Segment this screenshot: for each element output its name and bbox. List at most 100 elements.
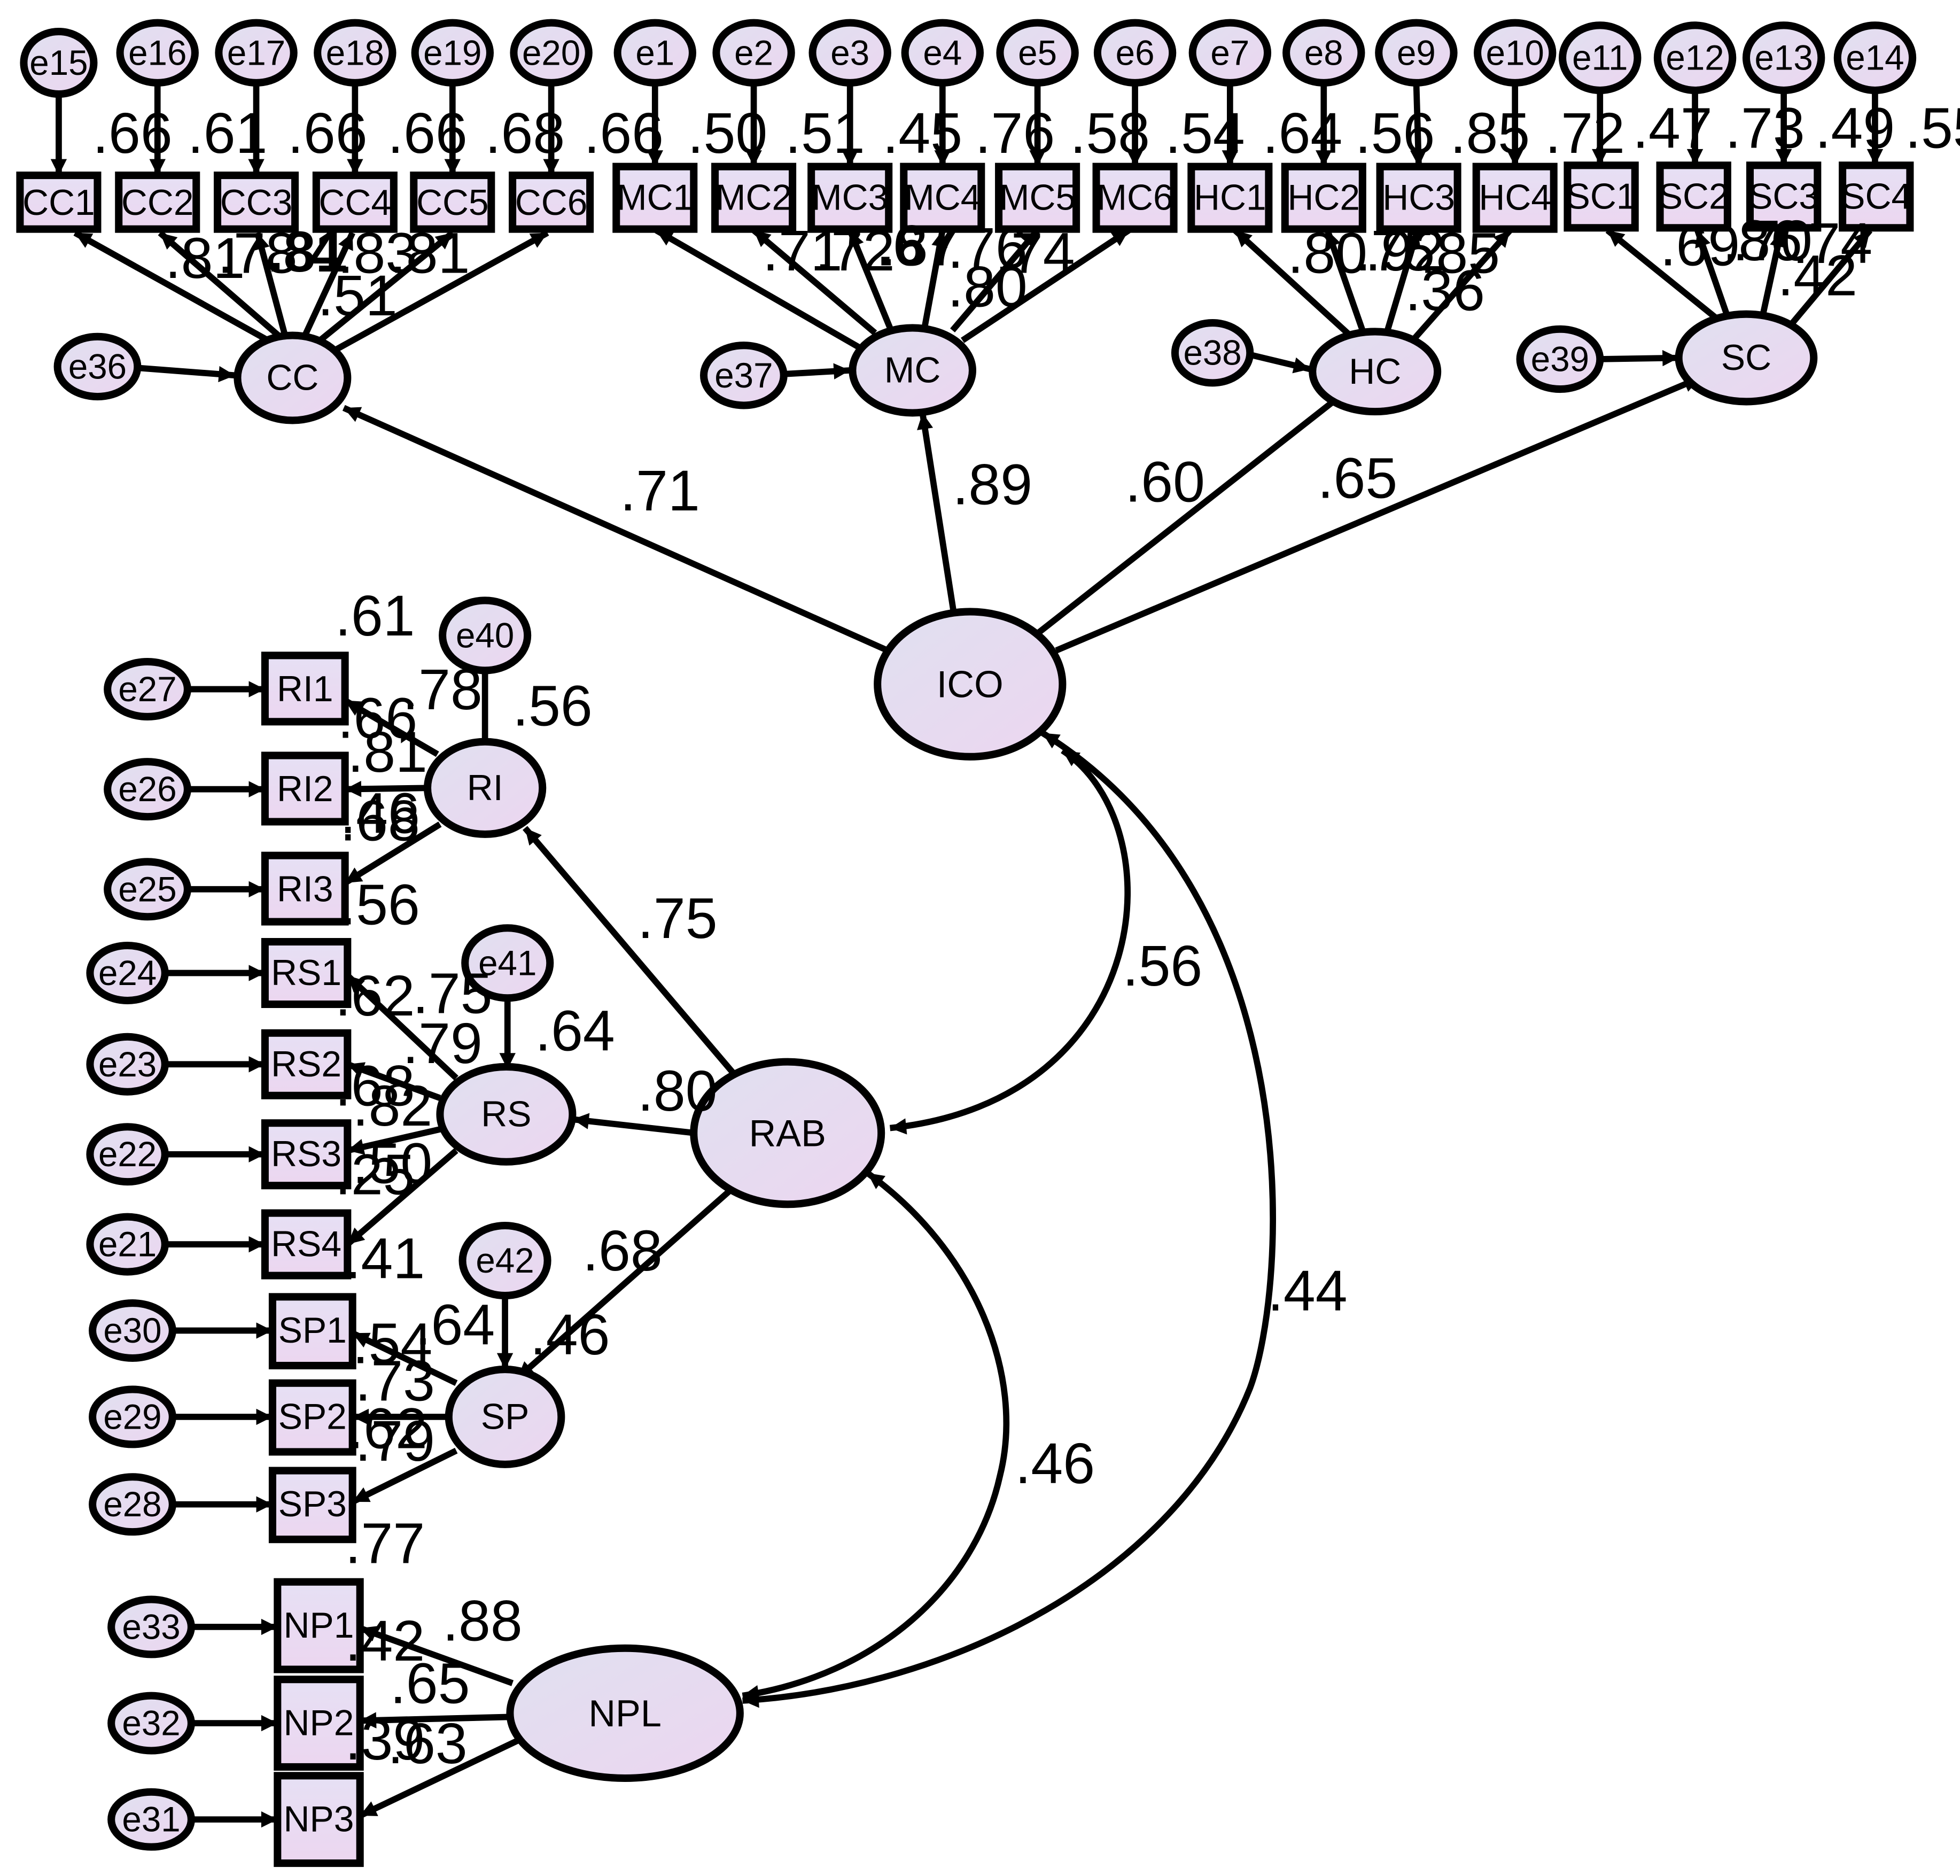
error-e13: e13 (1742, 21, 1825, 94)
error-e7: e7 (1188, 19, 1272, 87)
error-e36: e36 (53, 332, 142, 401)
svg-text:RS: RS (481, 1094, 531, 1134)
path-NPL-NP2 (360, 1712, 510, 1728)
path-SC-SC3 (1759, 229, 1786, 317)
error-e14: e14 (1833, 21, 1917, 94)
loading-RS-RS2: .79 (402, 1011, 483, 1075)
loading-MC-MC3: .67 (877, 213, 958, 277)
svg-text:RI3: RI3 (277, 869, 333, 909)
error-e9: e9 (1375, 19, 1458, 87)
loading-SC-SC2: .86 (1723, 208, 1803, 273)
path-RS-RS1 (345, 973, 458, 1081)
error-e28: e28 (89, 1473, 176, 1536)
indicator-HC3: HC3 (1376, 162, 1461, 233)
svg-text:e31: e31 (122, 1800, 180, 1839)
r2-MC5: .58 (1070, 101, 1150, 165)
loading-ICO-SC: .65 (1318, 446, 1398, 510)
error-e21: e21 (86, 1213, 169, 1276)
path-CC-CC3 (254, 232, 289, 336)
svg-text:e3: e3 (830, 33, 869, 72)
indicator-RS1: RS1 (261, 938, 352, 1008)
error-e25: e25 (104, 858, 191, 921)
r2-MC4: .76 (975, 101, 1055, 165)
path-e38-HC (1247, 351, 1311, 374)
svg-text:e38: e38 (1183, 334, 1241, 373)
loading-MC-MC3-overlap: .87 (880, 213, 960, 277)
indicator-SC3: SC3 (1746, 161, 1822, 232)
r2-CC4: .66 (387, 101, 468, 165)
loading-RAB-RI: .75 (637, 886, 718, 950)
coefficient-labels: .66 .61 .66 .66 .68 .66 .50 .51 .45 .76 … (92, 96, 1960, 1776)
path-RI-RI2 (345, 780, 428, 797)
r2-SP1: .41 (345, 1226, 425, 1290)
indicator-RI1: RI1 (261, 652, 349, 726)
loading-SC-SC4: .42 (1777, 244, 1857, 308)
svg-text:MC1: MC1 (617, 178, 693, 218)
loading-MC-MC4: .76 (947, 216, 1028, 280)
error-e37: e37 (700, 342, 788, 409)
svg-text:e19: e19 (423, 33, 481, 72)
svg-text:RI: RI (467, 768, 503, 808)
path-HC-HC1 (1233, 228, 1352, 338)
loading-CC-CC2: .78 (217, 221, 298, 285)
path-NPL-NP3 (359, 1738, 519, 1819)
error-e40: e40 (439, 596, 532, 675)
svg-text:NPL: NPL (588, 1692, 661, 1734)
r2-SC1: .47 (1632, 96, 1713, 160)
svg-text:e33: e33 (122, 1607, 180, 1646)
loading-RAB-SP: .68 (582, 1219, 663, 1283)
loading-NPL-NP2: .65 (390, 1652, 470, 1716)
svg-text:CC3: CC3 (220, 183, 293, 223)
svg-text:e11: e11 (1572, 38, 1628, 77)
svg-text:e36: e36 (68, 347, 127, 386)
svg-text:e5: e5 (1018, 33, 1057, 72)
latent-CC: CC (234, 331, 352, 424)
error-e6: e6 (1093, 19, 1177, 87)
svg-text:RS1: RS1 (271, 953, 341, 993)
path-SP-SP3 (351, 1447, 458, 1505)
svg-text:e40: e40 (456, 616, 514, 655)
latent-HC: HC (1309, 328, 1442, 416)
error-e29: e29 (89, 1385, 176, 1448)
r2-NP2: .42 (345, 1609, 425, 1673)
svg-text:e10: e10 (1486, 33, 1544, 72)
latent-MC: MC (849, 324, 976, 417)
svg-text:e26: e26 (118, 770, 176, 809)
path-MC-MC3 (847, 229, 893, 329)
svg-text:HC2: HC2 (1287, 178, 1360, 218)
r2-RS4: .50 (353, 1131, 433, 1196)
loading-ICO-CC: .71 (620, 459, 700, 523)
path-MC-MC4 (922, 229, 948, 326)
r2-RS: .64 (535, 999, 615, 1063)
path-SP-SP1 (351, 1330, 458, 1386)
svg-text:HC1: HC1 (1194, 178, 1266, 218)
svg-text:e17: e17 (227, 33, 285, 72)
cov-ICO-NPL-value: .44 (1267, 1259, 1348, 1323)
path-RS-RS3 (347, 1126, 441, 1155)
svg-text:e39: e39 (1531, 339, 1589, 378)
r2-SP3: .62 (347, 1396, 427, 1460)
svg-text:e23: e23 (98, 1045, 157, 1084)
path-ICO-MC (917, 412, 957, 614)
svg-text:e42: e42 (476, 1241, 534, 1280)
indicator-CC1: CC1 (16, 172, 102, 233)
svg-text:RS2: RS2 (271, 1044, 341, 1084)
svg-text:SC1: SC1 (1566, 176, 1637, 216)
svg-text:e1: e1 (635, 33, 674, 72)
indicator-MC3: MC3 (807, 162, 893, 233)
r2-MC3: .45 (883, 101, 963, 165)
edges (50, 81, 1884, 1828)
svg-text:e21: e21 (98, 1225, 157, 1264)
loading-SP-SP3: .79 (355, 1409, 435, 1473)
svg-text:MC5: MC5 (999, 178, 1076, 218)
path-RI-RI3 (343, 821, 442, 886)
indicator-MC4: MC4 (900, 162, 985, 233)
error-terms: e15 e16 e17 e18 e19 e20 e1 e2 e3 e4 e5 e… (20, 19, 1917, 1851)
indicator-SP1: SP1 (268, 1293, 356, 1370)
error-e26: e26 (104, 758, 191, 821)
path-ICO-CC (342, 405, 889, 654)
indicator-SC4: SC4 (1839, 161, 1914, 232)
path-ICO-HC (1033, 387, 1350, 638)
svg-text:CC2: CC2 (121, 183, 194, 223)
indicator-CC2: CC2 (115, 172, 200, 233)
